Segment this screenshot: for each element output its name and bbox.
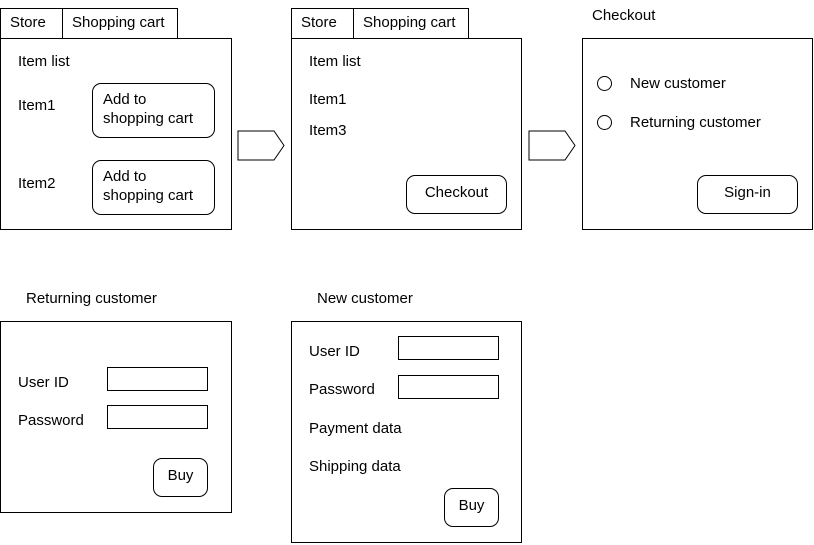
add-to-cart-button[interactable]: Add to shopping cart [92, 83, 215, 138]
new-customer-radio[interactable] [597, 76, 612, 91]
password-label: Password [309, 381, 375, 398]
cart-item: Item3 [309, 122, 347, 139]
add-to-cart-button[interactable]: Add to shopping cart [92, 160, 215, 215]
tab-store[interactable]: Store [291, 8, 354, 39]
tab-shopping-cart[interactable]: Shopping cart [62, 8, 178, 39]
checkout-button[interactable]: Checkout [406, 175, 507, 214]
payment-data-label: Payment data [309, 420, 402, 437]
returning-customer-title: Returning customer [26, 290, 157, 307]
user-id-field[interactable] [107, 367, 208, 391]
password-field[interactable] [398, 375, 499, 399]
cart-item: Item1 [309, 91, 347, 108]
user-id-label: User ID [309, 343, 360, 360]
user-id-field[interactable] [398, 336, 499, 360]
checkout-title: Checkout [592, 7, 656, 24]
flow-arrow-icon [528, 130, 576, 161]
new-customer-title: New customer [317, 290, 413, 307]
buy-button[interactable]: Buy [444, 488, 499, 527]
sign-in-button[interactable]: Sign-in [697, 175, 798, 214]
new-customer-option-label: New customer [630, 75, 726, 92]
password-field[interactable] [107, 405, 208, 429]
returning-customer-option-label: Returning customer [630, 114, 761, 131]
shipping-data-label: Shipping data [309, 458, 401, 475]
tab-shopping-cart[interactable]: Shopping cart [353, 8, 469, 39]
item-list-heading: Item list [309, 53, 361, 70]
user-id-label: User ID [18, 374, 69, 391]
password-label: Password [18, 412, 84, 429]
flow-arrow-icon [237, 130, 285, 161]
tab-store[interactable]: Store [0, 8, 63, 39]
item-label: Item1 [18, 97, 56, 114]
returning-customer-radio[interactable] [597, 115, 612, 130]
item-label: Item2 [18, 175, 56, 192]
buy-button[interactable]: Buy [153, 458, 208, 497]
item-list-heading: Item list [18, 53, 70, 70]
